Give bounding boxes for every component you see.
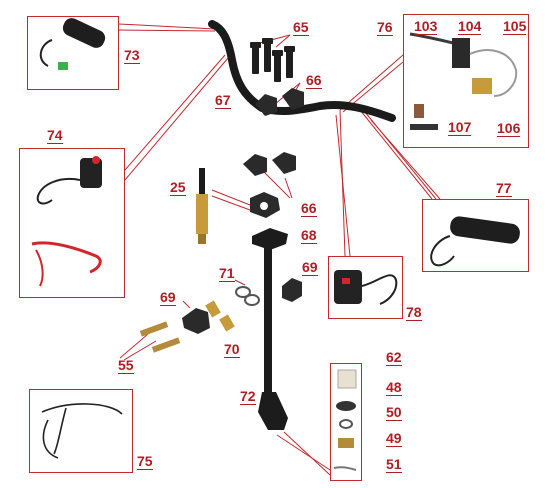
label-70: 70	[224, 341, 240, 358]
clamps-66	[243, 88, 304, 176]
label-78: 78	[406, 304, 422, 321]
label-55: 55	[118, 357, 134, 374]
label-107: 107	[448, 119, 472, 136]
brake-lever-76	[409, 32, 518, 130]
box-throttle-cable	[29, 389, 133, 473]
label-68: 68	[301, 227, 317, 244]
throttle-cable-75	[41, 403, 123, 459]
clamp-69-left	[182, 308, 210, 334]
label-104: 104	[458, 18, 482, 35]
label-51: 51	[386, 456, 402, 473]
label-49: 49	[386, 430, 402, 447]
label-74: 74	[47, 127, 63, 144]
label-67: 67	[215, 92, 231, 109]
label-66-bottom: 66	[301, 200, 317, 217]
grip-77	[430, 216, 520, 267]
label-69-left: 69	[160, 289, 176, 306]
label-25: 25	[170, 179, 186, 196]
bolts-55	[139, 321, 181, 353]
grip-73	[39, 18, 106, 70]
switch-78	[334, 270, 398, 305]
label-66-top: 66	[306, 72, 322, 89]
label-72: 72	[240, 388, 256, 405]
kill-switch-74	[31, 156, 102, 287]
label-77: 77	[496, 180, 512, 197]
label-73: 73	[124, 47, 140, 64]
label-71: 71	[219, 265, 235, 282]
label-75: 75	[137, 453, 153, 470]
steering-stem-72	[252, 228, 288, 430]
box-kill-switch	[19, 148, 125, 298]
clamp-69-right	[282, 278, 302, 302]
label-62: 62	[386, 349, 402, 366]
label-103: 103	[414, 18, 438, 35]
label-69-right: 69	[302, 259, 318, 276]
label-106: 106	[497, 120, 521, 137]
orings-71	[235, 286, 260, 306]
hardware-stack	[333, 369, 357, 471]
label-65: 65	[293, 19, 309, 36]
bushings-70	[205, 300, 235, 332]
label-50: 50	[386, 404, 402, 421]
bolts-65	[250, 38, 295, 82]
label-76: 76	[377, 19, 393, 36]
sensor-25	[196, 168, 208, 244]
label-48: 48	[386, 379, 402, 396]
label-105: 105	[503, 18, 527, 35]
